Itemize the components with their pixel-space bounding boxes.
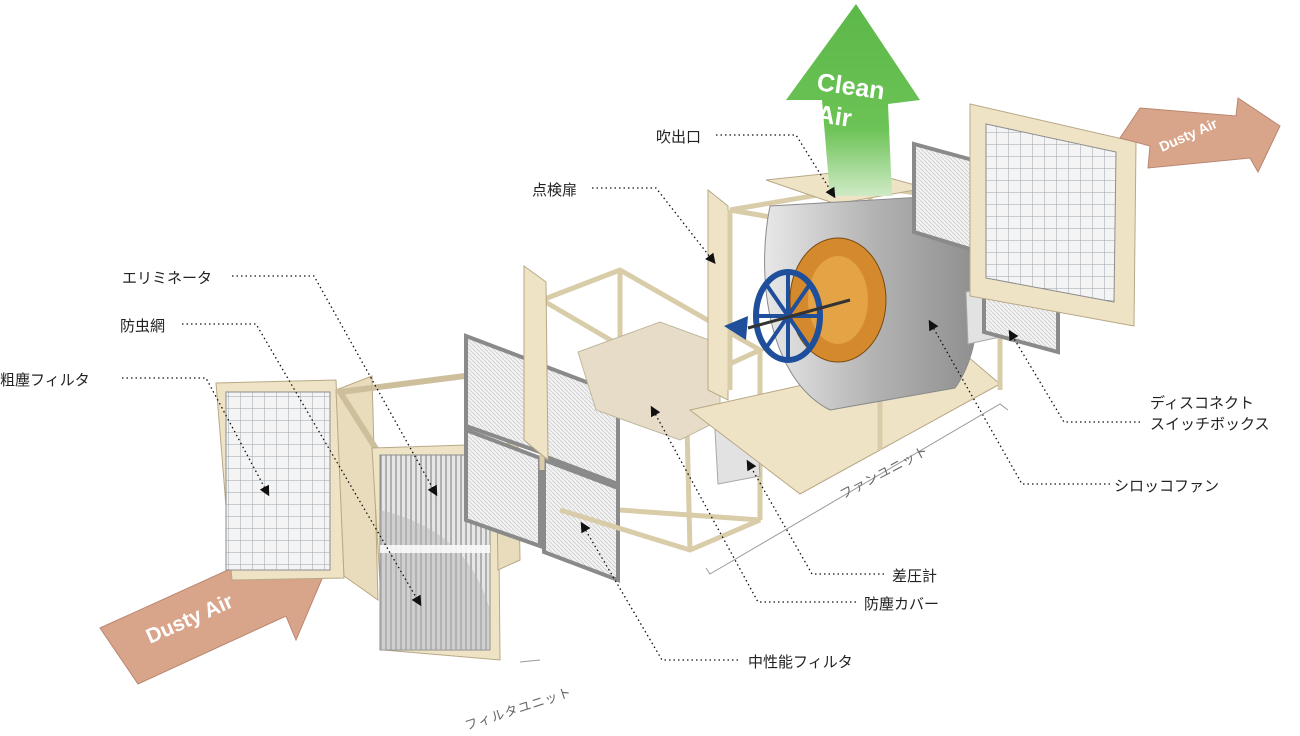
- coarse-filter-panel: [215, 379, 345, 581]
- fan-pulley-wheel: [724, 269, 851, 363]
- disconnect-switch-box-label-line2: スイッチボックス: [1150, 415, 1270, 433]
- clean-air-outlet-arrow: Clean Air: [786, 4, 920, 196]
- medium-filter-label: 中性能フィルタ: [748, 653, 853, 671]
- unit-brackets: [519, 403, 1009, 663]
- fan-unit: [688, 103, 1137, 495]
- disconnect-switch-box-label-line1: ディスコネクト: [1150, 394, 1254, 412]
- insect-screen-label: 防虫網: [120, 317, 166, 335]
- dust-cover-label: 防塵カバー: [864, 595, 940, 613]
- eliminator-label: エリミネータ: [122, 269, 213, 287]
- coarse-filter-label: 粗塵フィルタ: [0, 371, 90, 389]
- clean-air-text-line2: Air: [815, 100, 854, 133]
- inspection-door-label: 点検扉: [532, 181, 578, 199]
- middle-frame: [523, 265, 766, 553]
- sirocco-fan-label: シロッコファン: [1114, 477, 1220, 495]
- inspection-door: [707, 188, 729, 401]
- dusty-air-right-arrow: Dusty Air: [1119, 97, 1281, 174]
- outlet-label: 吹出口: [656, 128, 702, 146]
- differential-pressure-gauge-label: 差圧計: [892, 567, 938, 585]
- leader-lines: [122, 134, 1140, 661]
